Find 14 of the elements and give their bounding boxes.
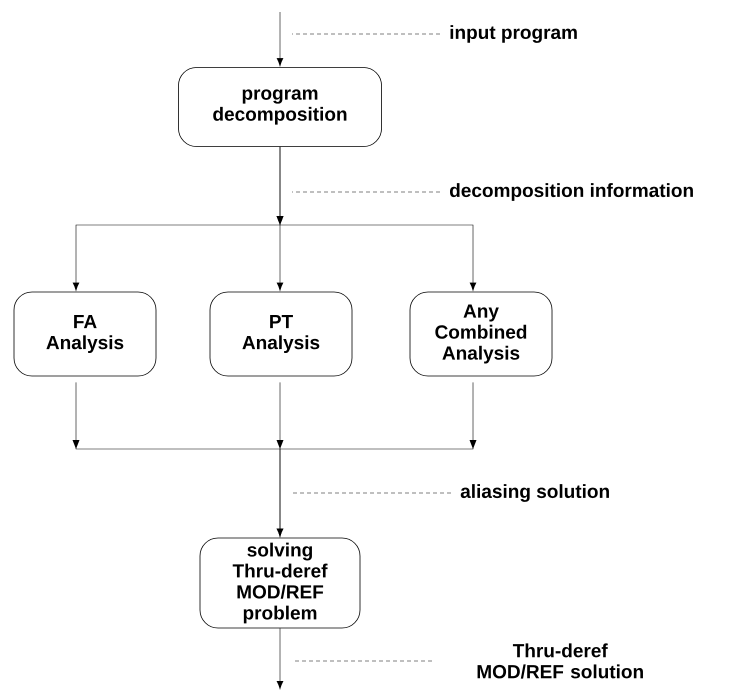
arrow bbox=[276, 382, 476, 537]
arrow bbox=[276, 146, 476, 291]
process-box: FA Analysis bbox=[14, 292, 156, 376]
arrow bbox=[276, 12, 284, 66]
annotation-text: decomposition information bbox=[450, 183, 693, 201]
process-box: PT Analysis bbox=[210, 292, 352, 376]
leader-line bbox=[292, 492, 452, 494]
process-box: solving Thru-deref MOD/REF problem bbox=[200, 538, 360, 628]
annotation-text: input program bbox=[450, 25, 577, 43]
arrow bbox=[276, 628, 284, 690]
annotation-text: Thru-deref MOD/REF solution bbox=[478, 643, 643, 679]
annotation-text: aliasing solution bbox=[460, 484, 609, 502]
process-box: program decomposition bbox=[178, 67, 382, 147]
process-box: Any Combined Analysis bbox=[410, 292, 552, 376]
